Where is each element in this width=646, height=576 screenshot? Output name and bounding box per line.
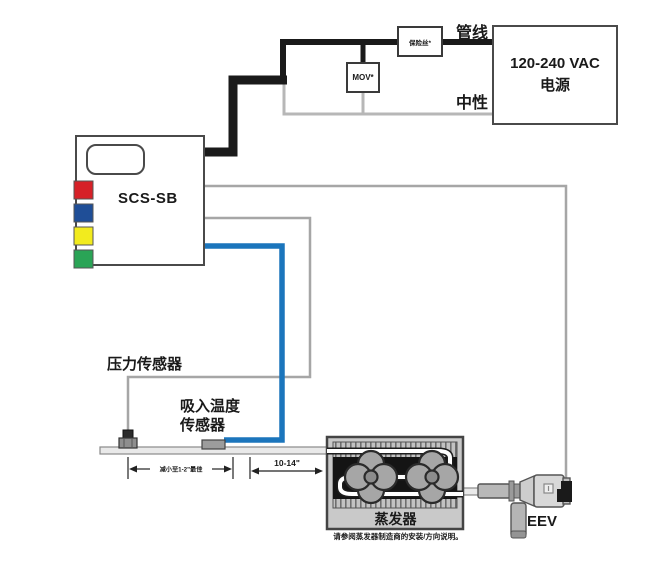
led-green <box>73 249 94 269</box>
evaporator-label: 蒸发器 <box>374 511 417 527</box>
power-voltage-label: 120-240 VAC <box>510 55 600 72</box>
pressure-sensor-label: 压力传感器 <box>107 356 183 373</box>
fan-icon <box>343 449 399 505</box>
eev-label: EEV <box>527 513 558 530</box>
controller-label: SCS-SB <box>118 190 178 207</box>
controller-box: SCS-SB <box>73 135 205 269</box>
power-supply-box: 120-240 VAC 电源 <box>492 25 618 125</box>
fan-icon <box>404 449 460 505</box>
led-red <box>73 180 94 200</box>
eev-valve-graphic <box>477 474 572 539</box>
neutral-wire-label: 中性 <box>455 95 488 112</box>
controller-display <box>86 144 145 175</box>
led-blue <box>73 203 94 223</box>
dimension-min-label: 减小至1-2"最佳 <box>160 466 204 474</box>
evaporator-graphic <box>325 435 465 531</box>
evaporator-caption: 请参阅蒸发器制造商的安装/方向说明。 <box>333 532 463 541</box>
wire-neutral <box>282 82 492 116</box>
wire-suction-sensor <box>205 243 285 443</box>
status-leds <box>73 180 94 269</box>
power-source-label: 电源 <box>539 77 570 94</box>
suction-sensor-fitting <box>201 439 226 450</box>
mov-box: MOV* <box>346 62 380 93</box>
wire-pressure-sensor <box>126 216 312 432</box>
fuse-box: 保险丝* <box>397 26 443 57</box>
suction-sensor-label: 吸入温度 传感器 <box>180 398 241 434</box>
dimension-range-label: 10-14" <box>274 458 300 468</box>
led-yellow <box>73 226 94 246</box>
dimension-arrows: 减小至1-2"最佳 10-14" <box>127 457 323 479</box>
pressure-sensor-fitting <box>118 429 138 449</box>
line-wire-label: 管线 <box>455 25 488 42</box>
wire-eev <box>205 184 568 487</box>
